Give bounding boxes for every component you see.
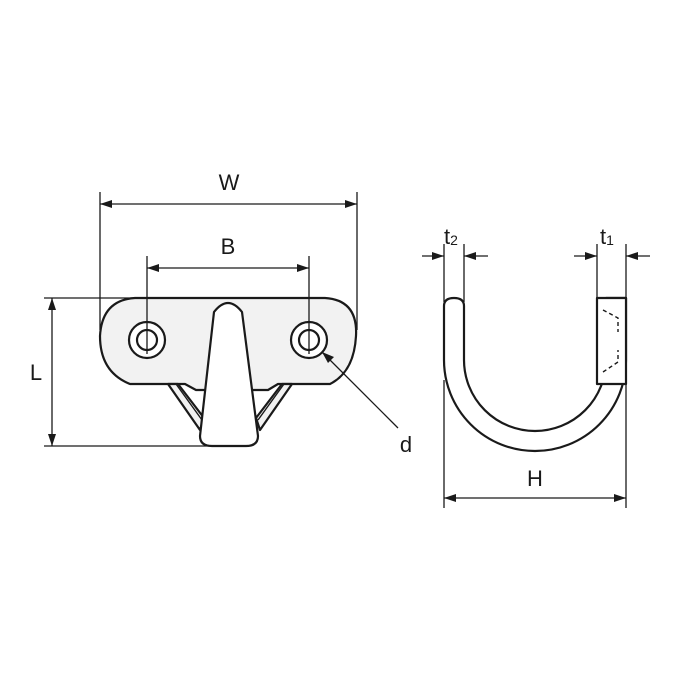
side-view [442, 296, 628, 453]
dimension-l: L [30, 297, 212, 447]
label-h: H [527, 466, 543, 491]
end-block [595, 296, 628, 386]
label-l: L [30, 360, 42, 385]
dimension-d: d [321, 351, 412, 457]
front-view [98, 296, 358, 448]
label-b: B [221, 234, 236, 259]
label-t1: t1 [600, 224, 614, 249]
dimension-h: H [443, 380, 627, 508]
label-d: d [400, 432, 412, 457]
right-brace-edge [257, 383, 285, 421]
label-t2: t2 [444, 224, 458, 249]
dimension-w: W [99, 170, 358, 330]
label-w: W [219, 170, 240, 195]
left-brace-edge [175, 383, 203, 421]
dimension-t1: t1 [574, 224, 650, 298]
hidden-line-upper [602, 309, 619, 332]
hook-blade [198, 301, 260, 448]
dimension-b: B [146, 234, 310, 354]
dimension-t2: t2 [422, 224, 488, 302]
